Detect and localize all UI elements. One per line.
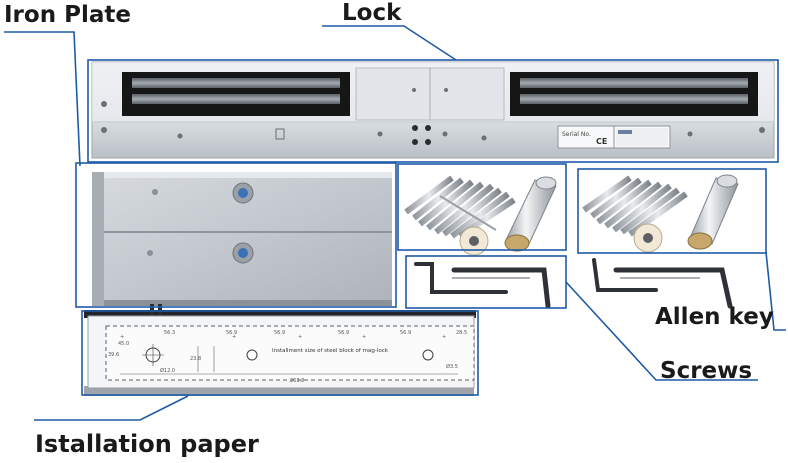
dim-label: 263.8 (290, 378, 304, 384)
allen-keys-left (414, 262, 551, 309)
paper-callout-box (81, 310, 479, 396)
dim-label: 23.8 (190, 356, 201, 362)
lock-leader-line (322, 25, 457, 61)
screw-kit-left (404, 175, 557, 256)
installation-paper: + + + + + (84, 304, 476, 396)
callout-lines (4, 25, 786, 421)
svg-text:+: + (120, 334, 124, 340)
screw-bundle-right (582, 175, 688, 237)
allen-key-leader-line-right (765, 251, 786, 331)
screws-callout-box-left (397, 163, 567, 251)
paper-dimension-labels: 56.3 56.9 56.9 56.9 56.9 28.5 39.6 45.0 … (108, 330, 467, 384)
dim-label: Ø3.5 (446, 363, 458, 370)
screws-leader-line (565, 281, 758, 381)
paper-caption: Installment size of steel block of mag-l… (272, 348, 389, 354)
screw-kit-right (582, 174, 739, 253)
iron-plate-callout-box (75, 162, 397, 308)
allen-key-label: Allen key (655, 304, 774, 330)
sleeve-right (687, 174, 739, 250)
serial-number-text: Serial No. (562, 131, 591, 138)
screw-bundle-left (404, 175, 516, 239)
iron-plate-label: Iron Plate (4, 2, 131, 28)
svg-text:+: + (232, 334, 236, 340)
maglock-body (91, 61, 775, 159)
dim-label: 45.0 (118, 341, 129, 347)
dim-label: Ø12.0 (160, 367, 175, 374)
dim-label: 56.9 (226, 330, 237, 336)
svg-text:+: + (362, 334, 366, 340)
dim-label: 56.3 (164, 330, 175, 336)
allen-keys-right (592, 258, 733, 309)
ce-mark: CE (596, 137, 607, 146)
dim-label: 28.5 (456, 330, 467, 336)
lock-label: Lock (342, 0, 402, 26)
paper-leader-line (34, 395, 189, 421)
sleeve-left (504, 176, 557, 252)
iron-plate (92, 172, 392, 306)
installation-paper-label: Istallation paper (35, 430, 259, 458)
dim-label: 56.9 (338, 330, 349, 336)
lock-callout-box (87, 59, 779, 163)
svg-text:+: + (298, 334, 302, 340)
dim-label: 56.9 (400, 330, 411, 336)
svg-text:+: + (442, 334, 446, 340)
dim-label: 56.9 (274, 330, 285, 336)
dim-label: 39.6 (108, 352, 119, 358)
screws-callout-box-right (577, 168, 767, 254)
screws-label: Screws (660, 358, 753, 384)
iron-plate-leader-line (4, 31, 81, 167)
